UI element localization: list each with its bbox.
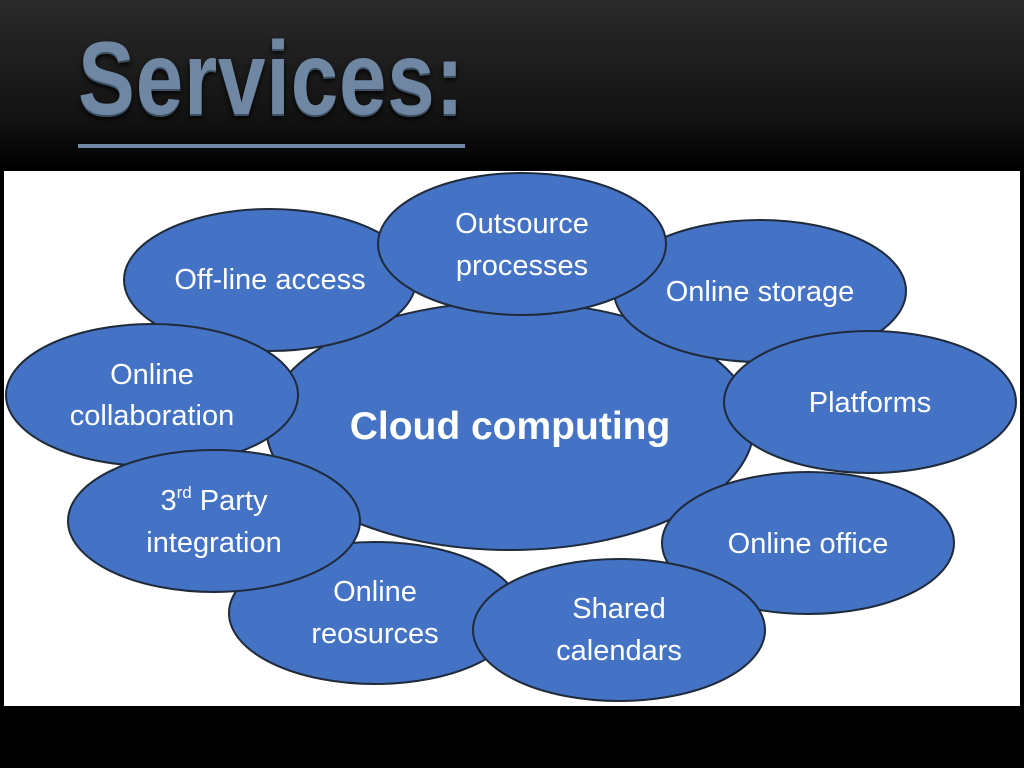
label-third-party-line1: 3rd Party [160,483,268,517]
label-outsource-line1: Outsource [455,208,589,240]
label-calendars-line2: calendars [556,635,682,667]
label-collaboration-line2: collaboration [70,400,234,432]
slide-title: Services: [78,14,465,148]
node-online-storage: Online storage [613,219,907,363]
label-cloud-computing: Cloud computing [350,405,671,448]
label-third-party-line2: integration [146,527,281,559]
diagram-svg: Cloud computing Online storage Off-line … [5,172,1017,702]
label-third-party-sup: rd [177,483,192,502]
label-third-party-num: 3 [160,485,176,517]
node-shared-calendars: Shared calendars [472,558,766,702]
label-collaboration-line1: Online [110,359,194,391]
label-calendars-line1: Shared [572,593,666,625]
label-resources-line1: Online [333,576,417,608]
node-outsource-processes: Outsource processes [377,172,667,316]
label-third-party-word: Party [192,485,268,517]
label-online-office: Online office [728,528,889,560]
label-online-storage: Online storage [666,276,855,308]
node-online-collaboration: Online collaboration [5,323,299,467]
node-cloud-computing: Cloud computing [265,301,755,551]
node-third-party-integration: 3rd Party integration [67,449,361,593]
label-platforms: Platforms [809,387,931,419]
node-online-office: Online office [661,471,955,615]
label-resources-line2: reosurces [311,618,438,650]
node-offline-access: Off-line access [123,208,417,352]
node-platforms: Platforms [723,330,1017,474]
label-outsource-line2: processes [456,250,588,282]
cloud-computing-diagram: Cloud computing Online storage Off-line … [4,171,1020,706]
label-offline-access: Off-line access [174,264,365,296]
